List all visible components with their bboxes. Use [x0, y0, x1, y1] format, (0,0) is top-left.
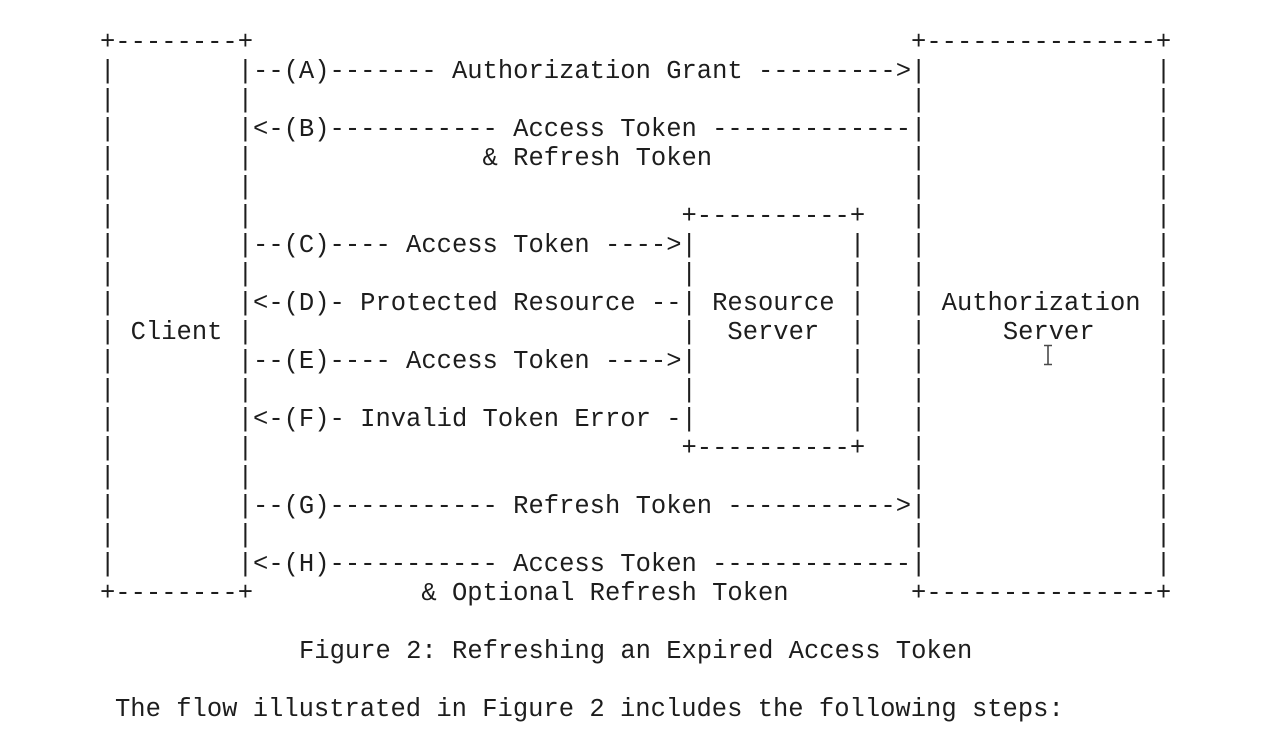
- body-text: The flow illustrated in Figure 2 include…: [115, 695, 1064, 724]
- figure-caption: Figure 2: Refreshing an Expired Access T…: [299, 637, 973, 666]
- oauth-refresh-flow-diagram: +--------+ +---------------+ | |--(A)---…: [100, 28, 1172, 608]
